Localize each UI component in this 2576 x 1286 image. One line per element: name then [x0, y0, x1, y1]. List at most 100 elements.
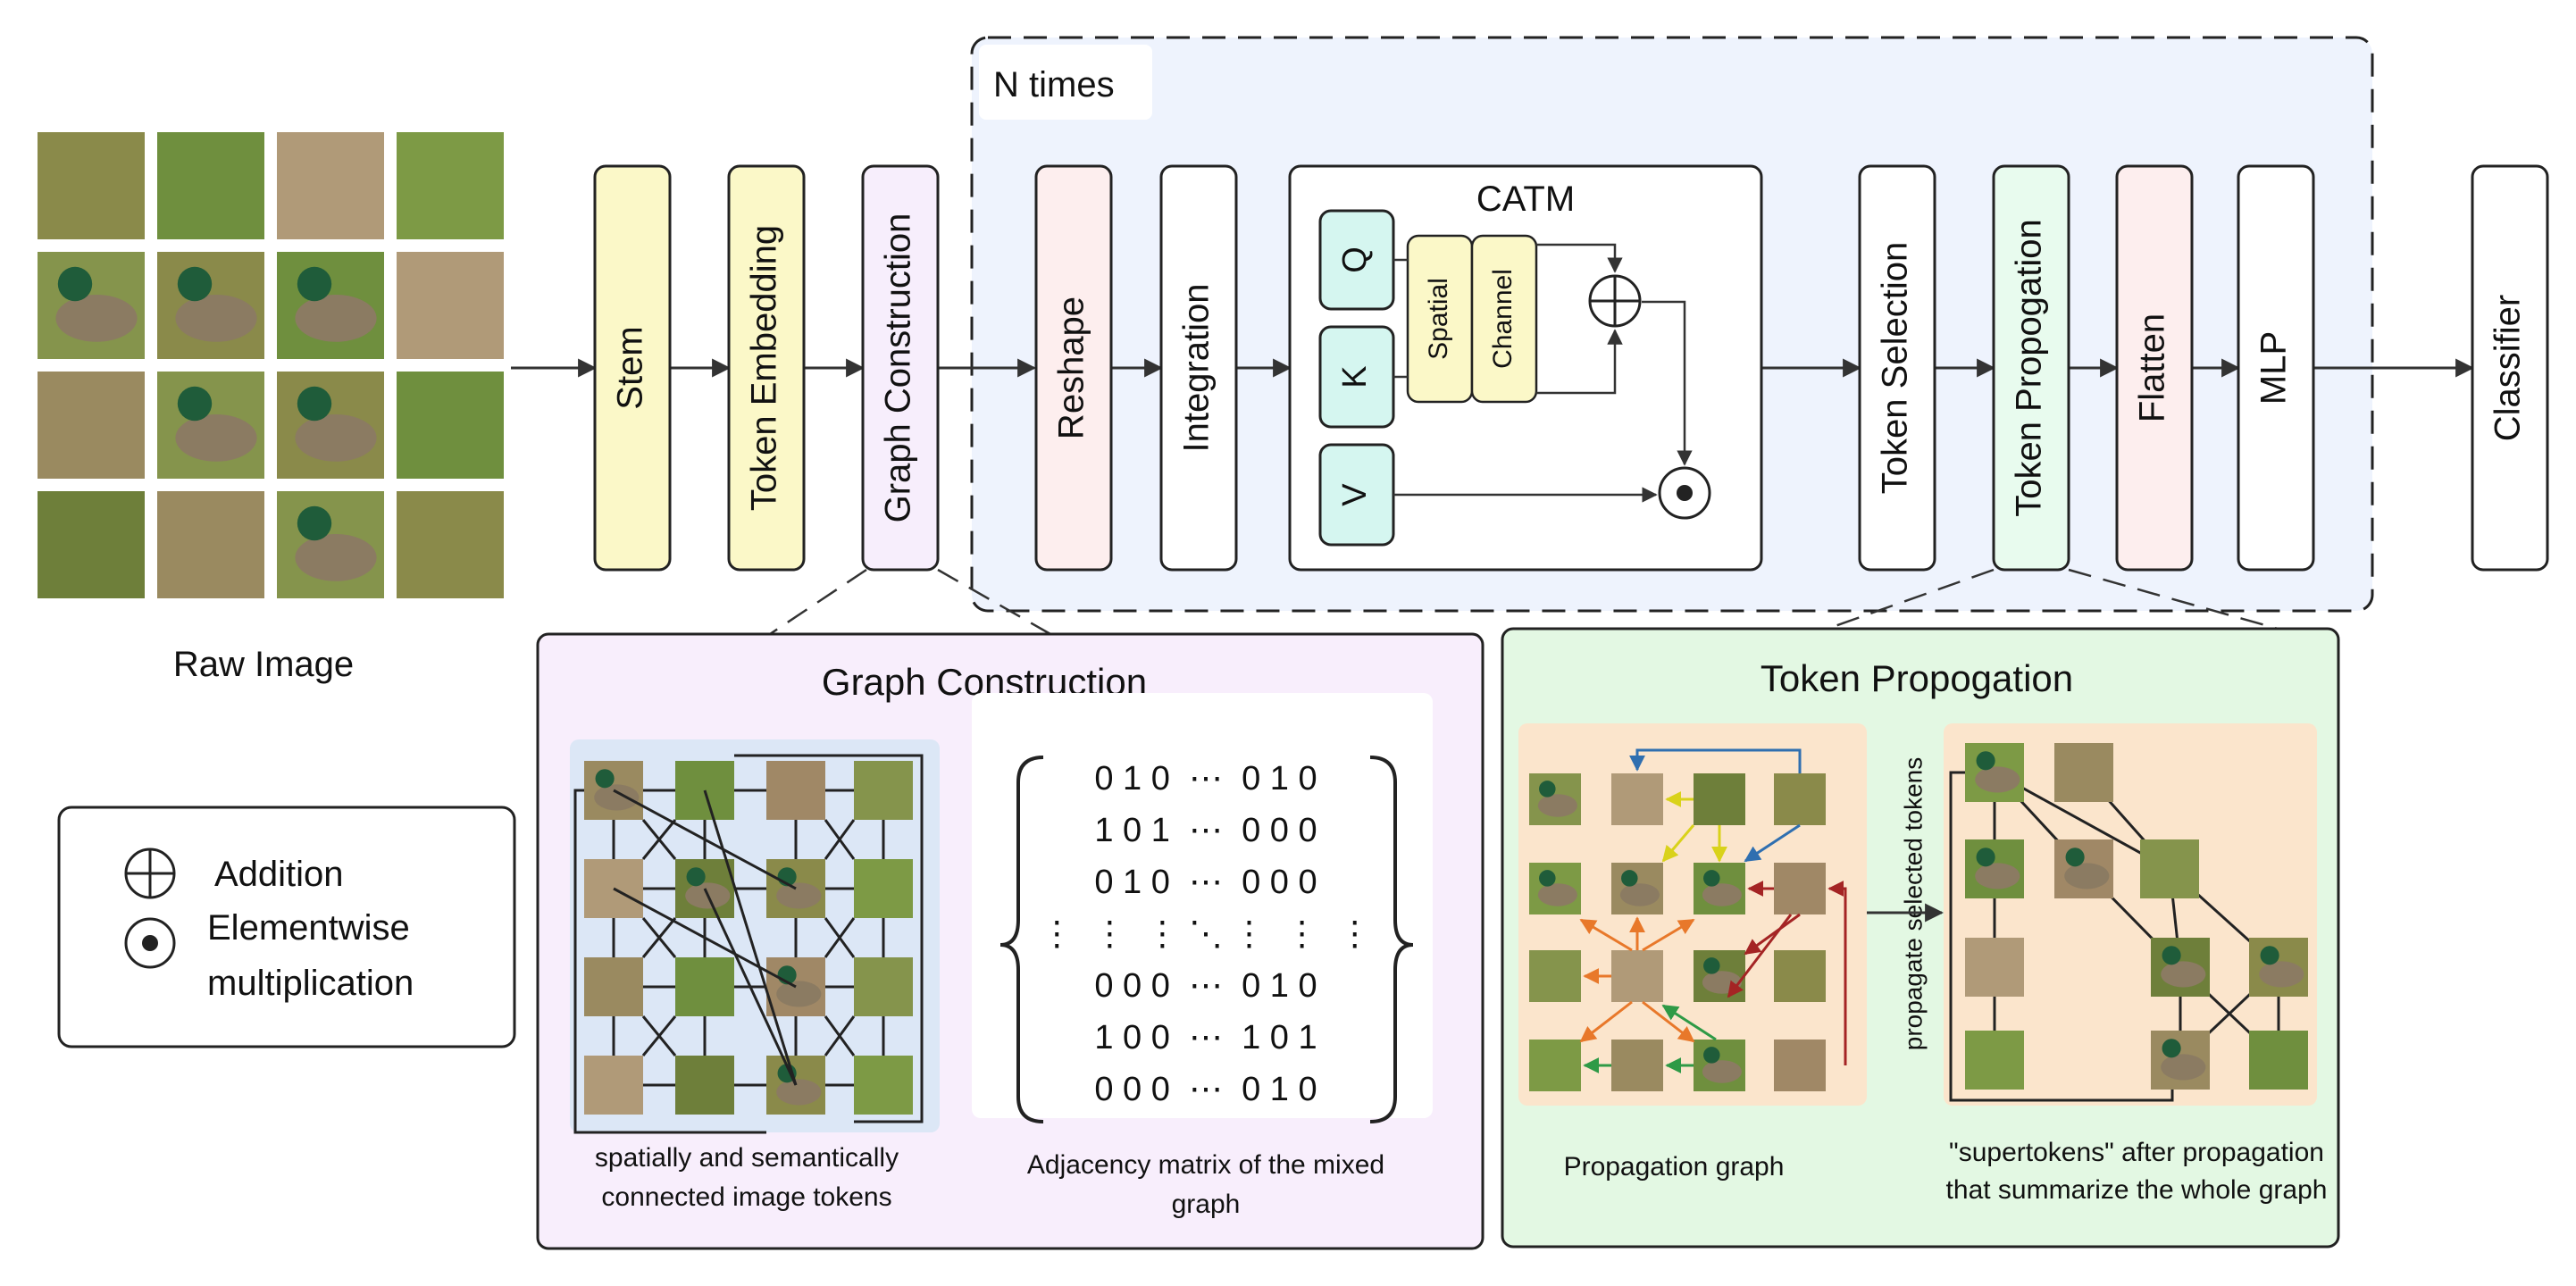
matrix-right-brace: [1369, 756, 1414, 1123]
block-catm: CATM Q K V Spatial Channel: [1288, 164, 1763, 572]
addition-icon: [124, 848, 176, 899]
duck-body: [776, 981, 822, 1007]
duck-head: [177, 266, 213, 302]
matrix-row: ⋮ ⋮ ⋮ ⋱ ⋮ ⋮ ⋮: [1040, 915, 1372, 953]
legend: Addition Elementwise multiplication: [57, 806, 516, 1048]
duck-body: [1619, 883, 1660, 906]
supertoken-edge: [1949, 771, 2174, 1102]
duck-body: [1702, 883, 1742, 906]
image-tile: [584, 957, 643, 1016]
image-tile: [277, 132, 384, 239]
duck-head: [1539, 870, 1556, 887]
svg-text:MLP: MLP: [2254, 331, 2294, 405]
prop-edge: [1579, 1000, 1633, 1043]
image-tile: [854, 859, 913, 918]
graph-edge: [641, 1015, 677, 1056]
graph-edge: [641, 819, 677, 860]
duck-head: [297, 266, 332, 302]
block-token-propogation: Token Propogation: [1992, 164, 2070, 572]
matrix-row: 0 0 0 ⋯ 0 1 0: [1094, 1071, 1317, 1108]
graph-caption-right-1: Adjacency matrix of the mixed: [1027, 1150, 1384, 1180]
graph-edge: [824, 917, 856, 958]
block-reshape: Reshape: [1034, 164, 1113, 572]
token-propogation-panel: Token Propogation propagate selected tok…: [1501, 627, 2340, 1248]
matrix-row: 0 0 0 ⋯ 0 1 0: [1094, 967, 1317, 1005]
prop-edge: [1629, 748, 1802, 773]
duck-head: [1703, 1047, 1720, 1064]
duck-head: [1539, 781, 1556, 797]
image-tile: [854, 957, 913, 1016]
image-tile: [397, 372, 504, 479]
matrix-bg: [972, 693, 1433, 1118]
prop-caption-left: Propagation graph: [1564, 1152, 1785, 1182]
image-tile: [2054, 743, 2113, 802]
duck-body: [175, 414, 257, 462]
supertoken-tiles: [1965, 743, 2308, 1090]
catm-title: CATM: [1476, 180, 1575, 219]
duck-head: [297, 505, 332, 541]
image-tile: [2140, 839, 2199, 898]
duck-body: [2161, 961, 2206, 988]
matrix-row: 1 0 1 ⋯ 0 0 0: [1094, 812, 1317, 849]
svg-text:V: V: [1336, 483, 1374, 506]
block-mlp: MLP: [2237, 164, 2315, 572]
image-tile: [397, 491, 504, 598]
duck-body: [2064, 863, 2110, 889]
duck-body: [776, 882, 822, 909]
graph-edge: [641, 917, 677, 958]
image-tile: [1611, 1040, 1663, 1091]
matrix-row: 0 1 0 ⋯ 0 1 0: [1094, 760, 1317, 797]
prop-edge: [1661, 824, 1695, 863]
prop-edge: [1727, 914, 1793, 998]
svg-text:Integration: Integration: [1177, 283, 1217, 452]
raw-image-tiles: [38, 132, 504, 598]
duck-head: [1703, 957, 1720, 974]
prop-edge: [1744, 913, 1801, 956]
graph-token-tiles: [584, 761, 913, 1115]
prop-edge: [1827, 881, 1847, 1065]
svg-text:Reshape: Reshape: [1052, 296, 1091, 439]
svg-text:Token Embedding: Token Embedding: [745, 225, 784, 511]
image-tile: [2249, 1031, 2308, 1090]
block-flatten: Flatten: [2115, 164, 2194, 572]
svg-text:Channel: Channel: [1488, 269, 1518, 369]
block-stem: Stem: [593, 164, 672, 572]
duck-body: [295, 414, 377, 462]
duck-body: [1537, 883, 1577, 906]
duck-head: [57, 266, 93, 302]
duck-body: [295, 534, 377, 581]
image-tile: [1774, 1040, 1826, 1091]
svg-text:Graph Construction: Graph Construction: [879, 213, 918, 523]
legend-elementwise-2: multiplication: [207, 964, 414, 1003]
image-tile: [584, 1056, 643, 1115]
image-tile: [1529, 950, 1581, 1002]
image-tile: [1965, 1031, 2024, 1090]
duck-body: [175, 295, 257, 342]
image-tile: [1774, 950, 1826, 1002]
image-tile: [157, 491, 264, 598]
legend-elementwise-1: Elementwise: [207, 908, 410, 948]
duck-body: [594, 784, 640, 811]
graph-caption-right-2: graph: [1172, 1190, 1241, 1219]
loop-label-bg: [979, 45, 1152, 120]
semantic-edge: [703, 789, 798, 1086]
image-tile: [1965, 938, 2024, 997]
duck-head: [1976, 751, 1995, 771]
image-tile: [38, 372, 145, 479]
block-integration: Integration: [1159, 164, 1238, 572]
duck-body: [2259, 961, 2304, 988]
image-tile: [1774, 863, 1826, 914]
image-tile: [38, 132, 145, 239]
semantic-edge: [573, 789, 766, 1134]
image-tile: [675, 957, 734, 1016]
loop-label: N times: [993, 65, 1115, 104]
image-tile: [1529, 1040, 1581, 1091]
prop-edge: [1579, 918, 1633, 952]
prop-caption-right-2: that summarize the whole graph: [1946, 1175, 2328, 1205]
semantic-edge: [703, 888, 798, 1086]
multiply-icon: [1658, 466, 1711, 520]
catm-channel: [1470, 234, 1538, 404]
duck-body: [1975, 863, 2020, 889]
prop-arrow-label: propagate selected tokens: [1899, 757, 1927, 1050]
prop-edge: [1661, 1004, 1717, 1041]
